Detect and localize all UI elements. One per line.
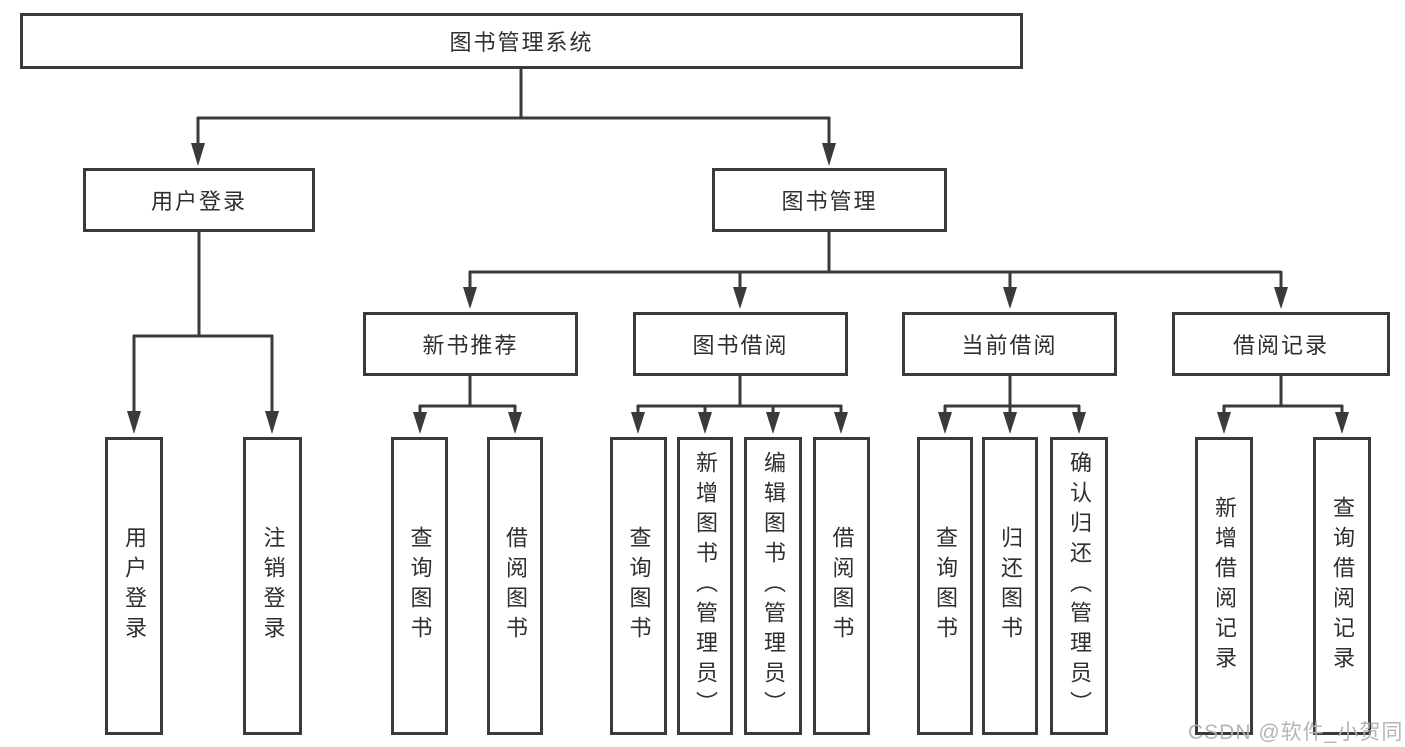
arrowheads-level2 <box>191 143 836 166</box>
leaf-query-books-current: 查询图书 <box>917 437 973 735</box>
leaf-borrow-books-recommend: 借阅图书 <box>487 437 543 735</box>
node-new-book-recommend-label: 新书推荐 <box>422 333 519 358</box>
node-book-borrow: 图书借阅 <box>633 312 848 376</box>
connector-leaf-groups <box>418 376 1344 414</box>
arrowheads-level3 <box>463 287 1288 309</box>
node-current-borrow-label: 当前借阅 <box>961 333 1058 358</box>
node-book-borrow-label: 图书借阅 <box>692 333 789 358</box>
node-root-label: 图书管理系统 <box>449 30 594 55</box>
arrowheads-user-login-group <box>127 411 279 434</box>
leaf-query-books-recommend-label: 查询图书 <box>407 526 433 646</box>
leaf-query-borrow-record: 查询借阅记录 <box>1313 437 1371 735</box>
leaf-edit-books-admin: 编辑图书（管理员） <box>744 437 802 735</box>
leaf-confirm-return-admin-label: 确认归还（管理员） <box>1067 451 1092 721</box>
leaf-add-books-admin: 新增图书（管理员） <box>677 437 733 735</box>
leaf-query-books-borrow: 查询图书 <box>610 437 667 735</box>
connector-user-login-group <box>132 232 274 413</box>
node-book-management: 图书管理 <box>712 168 947 232</box>
leaf-add-borrow-record: 新增借阅记录 <box>1195 437 1253 735</box>
leaf-user-login: 用户登录 <box>105 437 163 735</box>
node-borrow-records: 借阅记录 <box>1172 312 1390 376</box>
node-borrow-records-label: 借阅记录 <box>1232 333 1329 358</box>
leaf-query-books-borrow-label: 查询图书 <box>626 526 652 646</box>
node-user-login: 用户登录 <box>83 168 315 232</box>
arrowheads-leaves <box>413 412 1349 434</box>
node-book-management-label: 图书管理 <box>781 189 878 214</box>
node-user-login-label: 用户登录 <box>150 189 247 214</box>
leaf-return-books-label: 归还图书 <box>998 526 1023 646</box>
node-current-borrow: 当前借阅 <box>902 312 1117 376</box>
leaf-user-login-label: 用户登录 <box>122 526 147 646</box>
leaf-return-books: 归还图书 <box>982 437 1038 735</box>
node-new-book-recommend: 新书推荐 <box>363 312 578 376</box>
leaf-logout: 注销登录 <box>243 437 302 735</box>
leaf-query-books-current-label: 查询图书 <box>933 526 958 646</box>
leaf-add-borrow-record-label: 新增借阅记录 <box>1212 496 1237 676</box>
leaf-logout-label: 注销登录 <box>260 526 286 646</box>
connector-root-to-level2 <box>196 69 831 146</box>
leaf-borrow-books-recommend-label: 借阅图书 <box>503 526 528 646</box>
leaf-add-books-admin-label: 新增图书（管理员） <box>693 451 718 721</box>
node-root: 图书管理系统 <box>20 13 1023 69</box>
watermark: CSDN @软件_小贺同学 <box>1188 721 1405 744</box>
leaf-query-borrow-record-label: 查询借阅记录 <box>1330 496 1355 676</box>
leaf-borrow-books-label: 借阅图书 <box>829 526 855 646</box>
leaf-confirm-return-admin: 确认归还（管理员） <box>1050 437 1108 735</box>
leaf-edit-books-admin-label: 编辑图书（管理员） <box>761 451 786 721</box>
leaf-borrow-books: 借阅图书 <box>813 437 870 735</box>
leaf-query-books-recommend: 查询图书 <box>391 437 448 735</box>
connector-book-mgmt-to-level3 <box>468 232 1283 289</box>
